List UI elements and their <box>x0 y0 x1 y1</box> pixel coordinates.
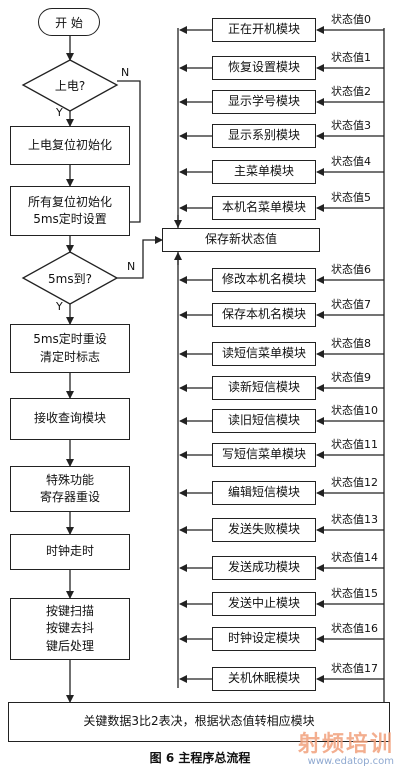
power-decision-label: 上电? <box>54 79 86 93</box>
module-box-16: 时钟设定模块 <box>212 627 316 651</box>
power-yes-label: Y <box>56 106 63 119</box>
figure-caption: 图 6 主程序总流程 <box>149 751 251 765</box>
module-box-2: 显示学号模块 <box>212 90 316 114</box>
module-box-7: 保存本机名模块 <box>212 303 316 327</box>
state-label-3: 状态值3 <box>331 119 371 132</box>
module-box-17: 关机休眠模块 <box>212 667 316 691</box>
module-box-13: 发送失败模块 <box>212 518 316 542</box>
state-label-0: 状态值0 <box>331 13 371 26</box>
state-label-13: 状态值13 <box>331 513 378 526</box>
module-box-0: 正在开机模块 <box>212 18 316 42</box>
state-label-14: 状态值14 <box>331 551 378 564</box>
timer-decision-diamond <box>21 251 119 305</box>
state-label-2: 状态值2 <box>331 85 371 98</box>
state-label-4: 状态值4 <box>331 155 371 168</box>
module-box-12: 编辑短信模块 <box>212 481 316 505</box>
state-label-10: 状态值10 <box>331 404 378 417</box>
power-decision-diamond <box>21 59 119 112</box>
watermark-brand: 射频培训 <box>297 732 394 757</box>
state-label-11: 状态值11 <box>331 438 378 451</box>
clock-tick-box: 时钟走时 <box>10 534 130 570</box>
state-label-17: 状态值17 <box>331 662 378 675</box>
state-dispatch-box: 关键数据3比2表决，根据状态值转相应模块 <box>8 702 390 742</box>
key-scan-box: 按键扫描 按键去抖 键后处理 <box>10 598 130 660</box>
start-terminal: 开 始 <box>38 8 100 36</box>
state-label-6: 状态值6 <box>331 263 371 276</box>
state-label-15: 状态值15 <box>331 587 378 600</box>
module-box-9: 读新短信模块 <box>212 376 316 400</box>
watermark: 射频培训 www.edatop.com <box>298 726 394 767</box>
timer-reset-box: 5ms定时重设 清定时标志 <box>10 324 130 373</box>
state-label-1: 状态值1 <box>331 51 371 64</box>
timer-decision-label: 5ms到? <box>48 271 92 286</box>
state-label-5: 状态值5 <box>331 191 371 204</box>
module-box-14: 发送成功模块 <box>212 556 316 580</box>
state-label-12: 状态值12 <box>331 476 378 489</box>
save-state-box: 保存新状态值 <box>162 228 320 252</box>
receive-query-box: 接收查询模块 <box>10 398 130 440</box>
module-box-5: 本机名菜单模块 <box>212 196 316 220</box>
state-label-16: 状态值16 <box>331 622 378 635</box>
state-label-9: 状态值9 <box>331 371 371 384</box>
module-box-4: 主菜单模块 <box>212 160 316 184</box>
module-box-6: 修改本机名模块 <box>212 268 316 292</box>
module-box-11: 写短信菜单模块 <box>212 443 316 467</box>
state-label-7: 状态值7 <box>331 298 371 311</box>
watermark-url: www.edatop.com <box>307 756 394 767</box>
module-box-15: 发送中止模块 <box>212 592 316 616</box>
timer-yes-label: Y <box>56 300 63 313</box>
power-no-label: N <box>121 66 130 79</box>
module-box-10: 读旧短信模块 <box>212 409 316 433</box>
state-label-8: 状态值8 <box>331 337 371 350</box>
sfr-reset-box: 特殊功能 寄存器重设 <box>10 466 130 512</box>
reset-init-timer-box: 所有复位初始化 5ms定时设置 <box>10 186 130 236</box>
module-box-1: 恢复设置模块 <box>212 56 316 80</box>
module-box-3: 显示系别模块 <box>212 124 316 148</box>
module-box-8: 读短信菜单模块 <box>212 342 316 366</box>
module-arrows <box>316 26 384 683</box>
left-connectors <box>66 28 385 705</box>
power-reset-init-box: 上电复位初始化 <box>10 126 130 165</box>
bus-arrows <box>174 26 212 683</box>
timer-no-label: N <box>127 260 136 273</box>
